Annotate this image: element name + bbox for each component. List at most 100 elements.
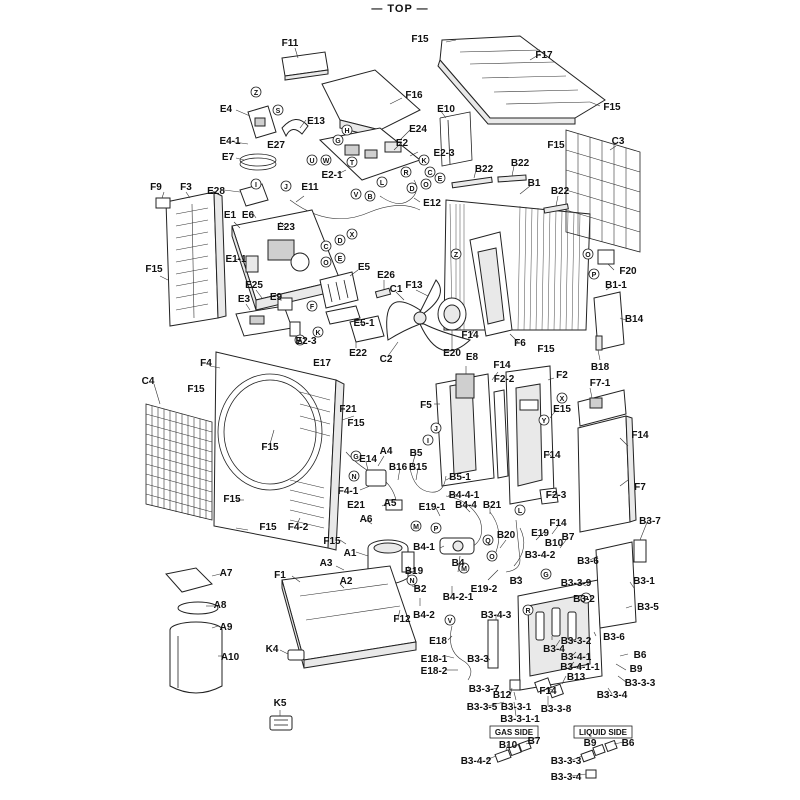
label-f11: F11 bbox=[282, 38, 299, 49]
label-b20: B20 bbox=[497, 530, 516, 541]
pipe-e19 bbox=[513, 527, 525, 567]
label-b7: B7 bbox=[528, 736, 541, 747]
label-e9: E9 bbox=[270, 292, 283, 303]
label-liquid-side: LIQUID SIDE bbox=[579, 728, 628, 737]
label-b6: B6 bbox=[634, 650, 647, 661]
svg-text:Z: Z bbox=[454, 252, 459, 259]
part-k5 bbox=[269, 715, 293, 731]
svg-text:P: P bbox=[592, 272, 597, 279]
label-b3-3-2: B3-3-2 bbox=[561, 636, 592, 647]
label-e28: E28 bbox=[207, 186, 225, 197]
label-e2-1: E2-1 bbox=[321, 170, 343, 181]
label-f15: F15 bbox=[537, 344, 555, 355]
pipe-b21 bbox=[489, 511, 500, 553]
rear-grille-c3 bbox=[565, 129, 641, 253]
label-b3-3-1: B3-3-1 bbox=[501, 702, 532, 713]
svg-text:C: C bbox=[323, 244, 328, 251]
c4-grid bbox=[145, 406, 213, 519]
label-f15: F15 bbox=[261, 442, 279, 453]
label-b3-5: B3-5 bbox=[637, 602, 659, 613]
label-b14: B14 bbox=[625, 314, 644, 325]
label-e4-1: E4-1 bbox=[219, 136, 241, 147]
label-b4: B4 bbox=[452, 558, 465, 569]
part-b18 bbox=[595, 335, 603, 351]
part-labels: F11 F15 F17 F15 F16 E4 E13 E10 E24 F15 C… bbox=[142, 34, 662, 783]
label-c1: C1 bbox=[390, 284, 403, 295]
label-f16: F16 bbox=[405, 90, 423, 101]
label-f14: F14 bbox=[543, 450, 561, 461]
svg-text:B: B bbox=[367, 194, 372, 201]
label-e14: E14 bbox=[359, 454, 377, 465]
label-b22: B22 bbox=[475, 164, 494, 175]
label-b3-2: B3-2 bbox=[573, 594, 595, 605]
gas-side-box bbox=[489, 725, 539, 739]
svg-text:M: M bbox=[461, 566, 467, 573]
label-e5: E5 bbox=[358, 262, 371, 273]
label-e11: E11 bbox=[301, 182, 319, 193]
label-e24: E24 bbox=[409, 124, 427, 135]
label-f15: F15 bbox=[347, 418, 365, 429]
f3-louvers bbox=[175, 203, 209, 319]
label-e2: E2 bbox=[396, 138, 409, 149]
label-b3-6: B3-6 bbox=[603, 632, 625, 643]
partition-f5 bbox=[435, 373, 495, 487]
fittings-b13 bbox=[509, 677, 564, 699]
fan-motor-e20 bbox=[437, 297, 467, 331]
label-b4-1: B4-1 bbox=[413, 542, 435, 553]
label-b13: B13 bbox=[567, 672, 586, 683]
label-b3-4-3: B3-4-3 bbox=[481, 610, 512, 621]
label-a9: A9 bbox=[220, 622, 233, 633]
svg-text:O: O bbox=[323, 260, 329, 267]
label-b1-1: B1-1 bbox=[605, 280, 627, 291]
label-b12: B12 bbox=[493, 690, 512, 701]
label-f1: F1 bbox=[274, 570, 286, 581]
label-b3-3-1-1: B3-3-1-1 bbox=[500, 714, 540, 725]
top-panel-f17 bbox=[437, 35, 606, 125]
part-a5 bbox=[385, 499, 403, 511]
label-k5: K5 bbox=[274, 698, 287, 709]
label-f15: F15 bbox=[145, 264, 163, 275]
label-e26: E26 bbox=[377, 270, 395, 281]
side-panel-f3 bbox=[165, 191, 227, 327]
svg-text:J: J bbox=[284, 184, 288, 191]
label-e22: E22 bbox=[349, 348, 367, 359]
label-f2: F2 bbox=[556, 370, 568, 381]
part-f2-2 bbox=[493, 389, 509, 479]
label-f15: F15 bbox=[187, 384, 205, 395]
label-a6: A6 bbox=[360, 514, 373, 525]
svg-text:I: I bbox=[255, 182, 257, 189]
label-e1: E1 bbox=[224, 210, 237, 221]
label-b3-3-9: B3-3-9 bbox=[561, 578, 592, 589]
svg-text:W: W bbox=[323, 158, 330, 165]
label-b19: B19 bbox=[405, 566, 424, 577]
svg-text:U: U bbox=[309, 158, 314, 165]
label-f9: F9 bbox=[150, 182, 162, 193]
label-b9: B9 bbox=[630, 664, 643, 675]
label-b4-4: B4-4 bbox=[455, 500, 477, 511]
label-b7: B7 bbox=[562, 532, 575, 543]
label-b21: B21 bbox=[483, 500, 502, 511]
label-e5-1: E5-1 bbox=[353, 318, 375, 329]
label-f15: F15 bbox=[547, 140, 565, 151]
label-e25: E25 bbox=[245, 280, 263, 291]
svg-text:M: M bbox=[413, 524, 419, 531]
svg-text:X: X bbox=[350, 232, 355, 239]
label-gas-side: GAS SIDE bbox=[495, 728, 534, 737]
label-a8: A8 bbox=[214, 600, 227, 611]
part-f16 bbox=[321, 69, 421, 139]
svg-text:G: G bbox=[543, 572, 549, 579]
label-e18: E18 bbox=[429, 636, 447, 647]
label-b18: B18 bbox=[591, 362, 610, 373]
label-e18-1: E18-1 bbox=[421, 654, 448, 665]
svg-text:L: L bbox=[380, 180, 385, 187]
svg-text:O: O bbox=[489, 554, 495, 561]
label-b10: B10 bbox=[499, 740, 518, 751]
label-b3-6: B3-6 bbox=[577, 556, 599, 567]
leader-lines bbox=[153, 39, 649, 777]
label-b15: B15 bbox=[409, 462, 428, 473]
label-b6: B6 bbox=[622, 738, 635, 749]
label-a4: A4 bbox=[380, 446, 393, 457]
label-b3-4: B3-4 bbox=[543, 644, 565, 655]
svg-text:Y: Y bbox=[542, 418, 547, 425]
label-b4-2: B4-2 bbox=[413, 610, 435, 621]
